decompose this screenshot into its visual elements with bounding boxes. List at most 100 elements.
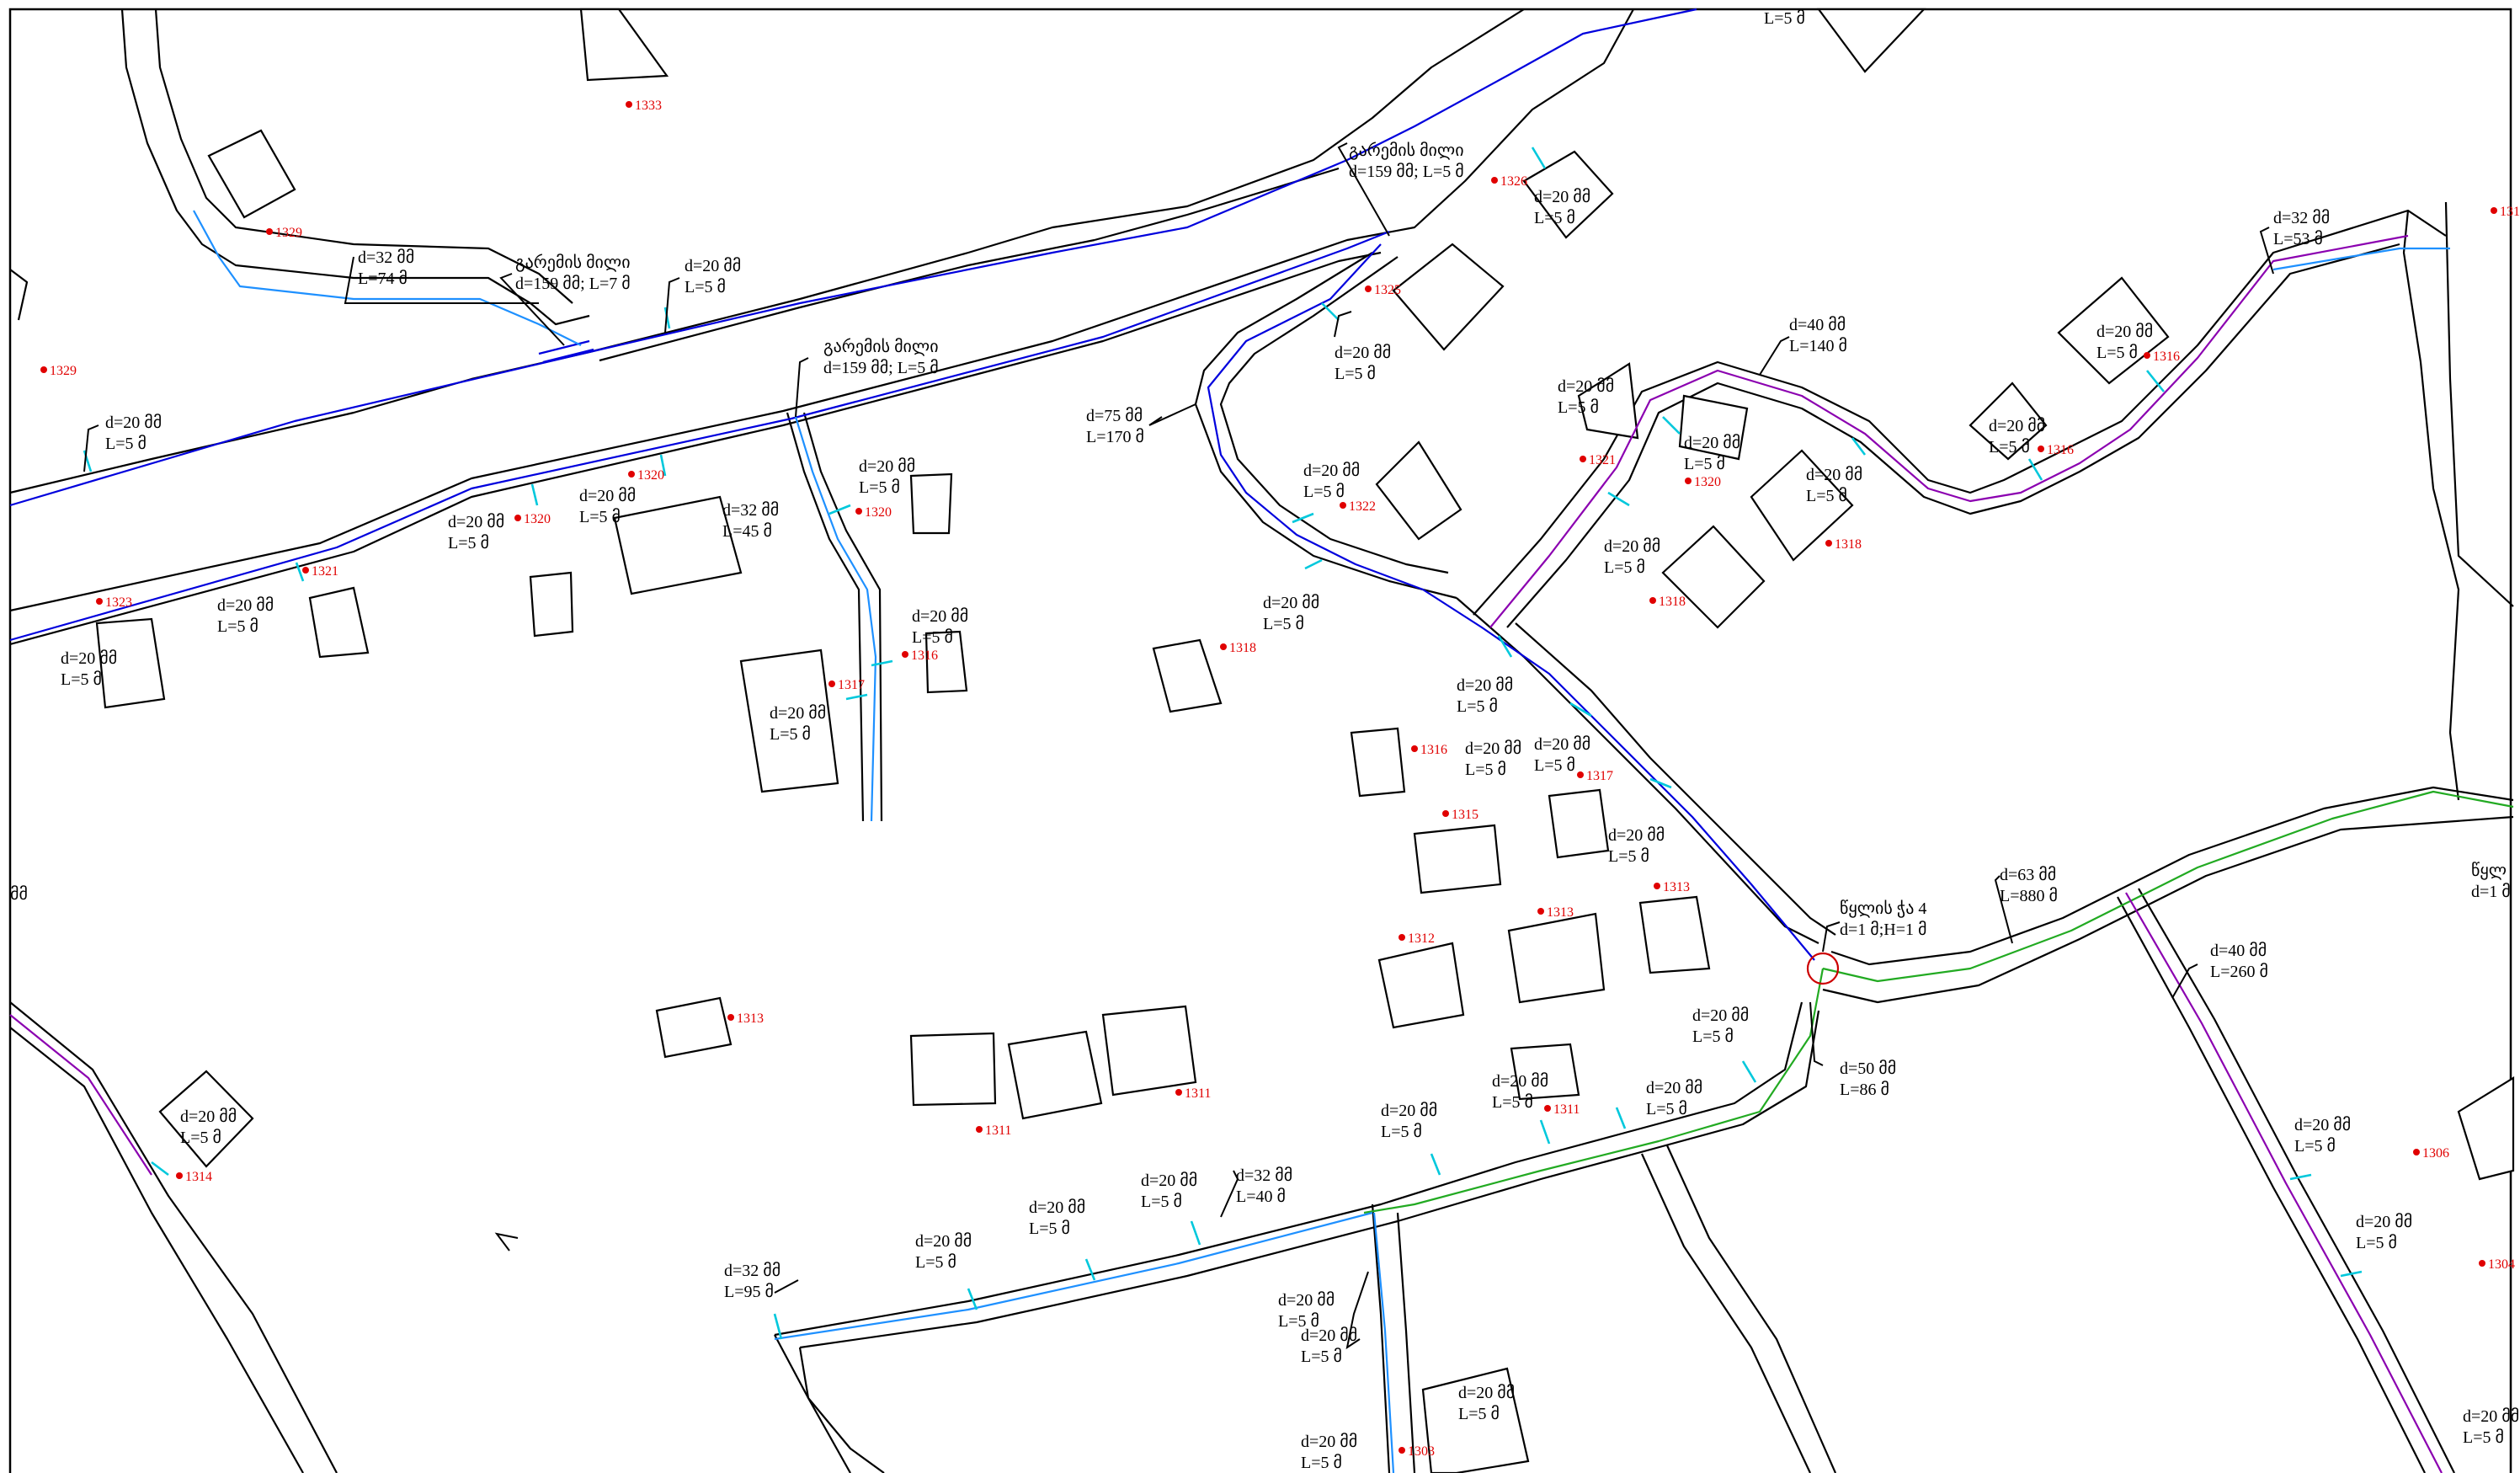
address-dot — [1580, 456, 1586, 462]
service-tick — [1430, 1153, 1441, 1176]
address-dot — [628, 471, 635, 478]
address-dot — [855, 508, 862, 515]
building — [308, 586, 370, 659]
building — [1510, 1043, 1580, 1101]
road-south-vert-1 — [1371, 1203, 1391, 1473]
road-center-loop-inner — [1219, 256, 1449, 574]
address-dot — [828, 680, 835, 687]
building — [924, 630, 968, 694]
address-number: 1326 — [1500, 174, 1527, 189]
building — [158, 1070, 254, 1168]
address-number: 1320 — [865, 505, 892, 520]
pipe-green-south — [1363, 968, 1825, 1214]
address-number: 1333 — [635, 99, 662, 113]
leader — [1334, 311, 1352, 338]
address-number: 1329 — [275, 226, 302, 240]
leader — [1759, 336, 1790, 376]
building — [1661, 525, 1766, 629]
pipe-purple-branch — [1489, 234, 2409, 628]
building — [1577, 362, 1639, 440]
pipe-blue-loop — [1207, 243, 1815, 961]
address-dot — [1654, 883, 1660, 889]
road-south-diag-2 — [1665, 1145, 1837, 1473]
address-dot — [1491, 177, 1498, 184]
address-number: 1304 — [2488, 1257, 2515, 1272]
service-tick — [2027, 458, 2043, 481]
address-dot — [1442, 810, 1449, 817]
pipe-crossing-1b — [542, 348, 594, 364]
address-dot — [1340, 502, 1346, 509]
address-dot — [727, 1014, 734, 1021]
building — [1750, 449, 1854, 562]
building — [1969, 382, 2048, 461]
pipe-d32-south — [774, 1211, 1373, 1341]
road-right-vertical-2 — [2444, 201, 2514, 607]
address-dot — [1399, 934, 1405, 941]
service-tick — [295, 562, 305, 582]
leader — [1994, 875, 2013, 944]
building — [207, 129, 296, 219]
building — [1678, 394, 1749, 461]
address-number: 1318 — [1835, 537, 1862, 552]
building — [1548, 788, 1610, 859]
service-tick — [1190, 1220, 1201, 1246]
road-side-street-2 — [802, 412, 883, 822]
service-tick — [2145, 370, 2166, 392]
service-tick — [1321, 302, 1340, 321]
building — [909, 1032, 997, 1107]
road-right-vertical-1 — [2402, 210, 2460, 801]
leader — [83, 424, 99, 472]
service-tick — [663, 307, 671, 329]
road-top-left-edge-2 — [154, 8, 573, 304]
building — [613, 495, 743, 595]
address-dot — [2413, 1149, 2420, 1155]
address-number: 1316 — [2153, 350, 2180, 364]
road-southwest-corner-1 — [9, 1001, 338, 1473]
road-mid-diag-2 — [9, 251, 1382, 646]
building — [2057, 276, 2170, 385]
building — [579, 8, 669, 82]
road-green-east-2 — [1822, 815, 2514, 1004]
address-dot — [976, 1126, 983, 1133]
road-south-2 — [799, 1010, 1820, 1349]
road-top-left-edge-1 — [120, 8, 590, 326]
service-tick — [828, 504, 851, 515]
address-dot — [2144, 352, 2150, 359]
pipe-d32-top-left — [193, 210, 582, 346]
address-number: 1306 — [2422, 1146, 2449, 1161]
pipe-crossing-1 — [538, 339, 590, 355]
service-tick — [1741, 1060, 1757, 1083]
address-dot — [1175, 1089, 1182, 1096]
address-number: 1321 — [312, 564, 338, 579]
address-number: 131 — [2500, 205, 2520, 219]
address-dot — [1577, 771, 1584, 778]
service-tick — [1615, 1107, 1627, 1129]
road-mid-diag-1 — [9, 8, 1634, 612]
leader — [344, 256, 539, 304]
address-dot — [1825, 540, 1832, 547]
address-number: 1313 — [1547, 905, 1574, 920]
address-number: 1311 — [985, 1123, 1011, 1138]
building — [1816, 8, 1926, 73]
service-tick — [151, 1161, 169, 1177]
pipe-d32-south-vert — [1372, 1212, 1395, 1473]
